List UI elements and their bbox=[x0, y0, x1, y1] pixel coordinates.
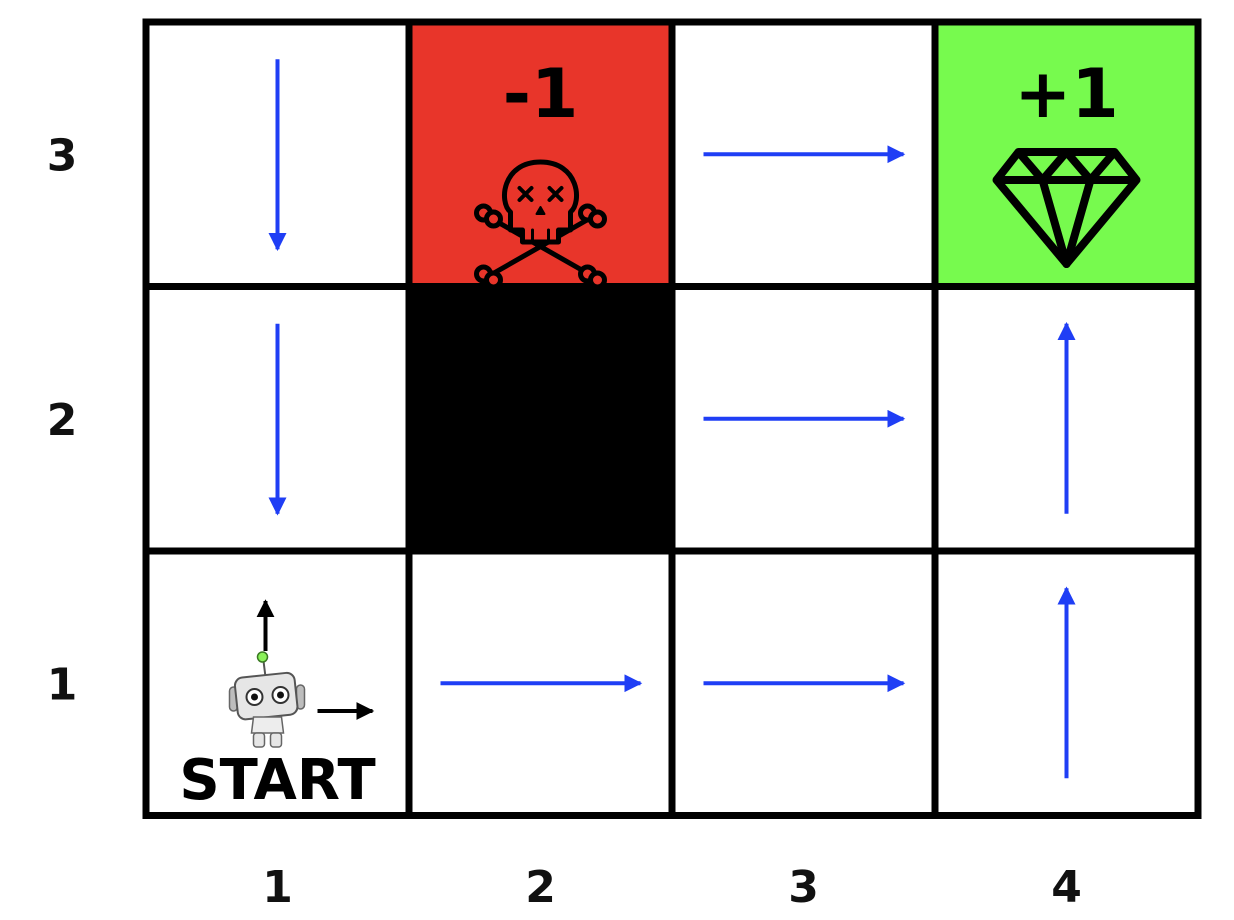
robot-icon bbox=[228, 651, 306, 748]
cell-content-2-3: -1 bbox=[474, 55, 607, 290]
x-axis-tick-label: 3 bbox=[788, 862, 819, 913]
start-label: START bbox=[179, 748, 375, 813]
x-axis-tick-label: 4 bbox=[1051, 862, 1082, 913]
goal-reward-label: +1 bbox=[1014, 55, 1118, 134]
axis-labels: 1 2 3 4 1 2 3 bbox=[47, 130, 1082, 913]
cell-content-1-1: START bbox=[179, 599, 376, 813]
x-axis-tick-label: 2 bbox=[525, 862, 556, 913]
x-axis-tick-label: 1 bbox=[262, 862, 293, 913]
skull-crossbones-icon bbox=[474, 159, 607, 290]
grid-cell-2-2-wall bbox=[405, 283, 676, 555]
y-axis-tick-label: 1 bbox=[47, 659, 78, 710]
diamond-icon bbox=[992, 148, 1141, 268]
y-axis-tick-label: 3 bbox=[47, 130, 78, 181]
penalty-reward-label: -1 bbox=[503, 55, 579, 134]
y-axis-tick-label: 2 bbox=[47, 395, 78, 446]
cell-content-4-3: +1 bbox=[992, 55, 1141, 268]
